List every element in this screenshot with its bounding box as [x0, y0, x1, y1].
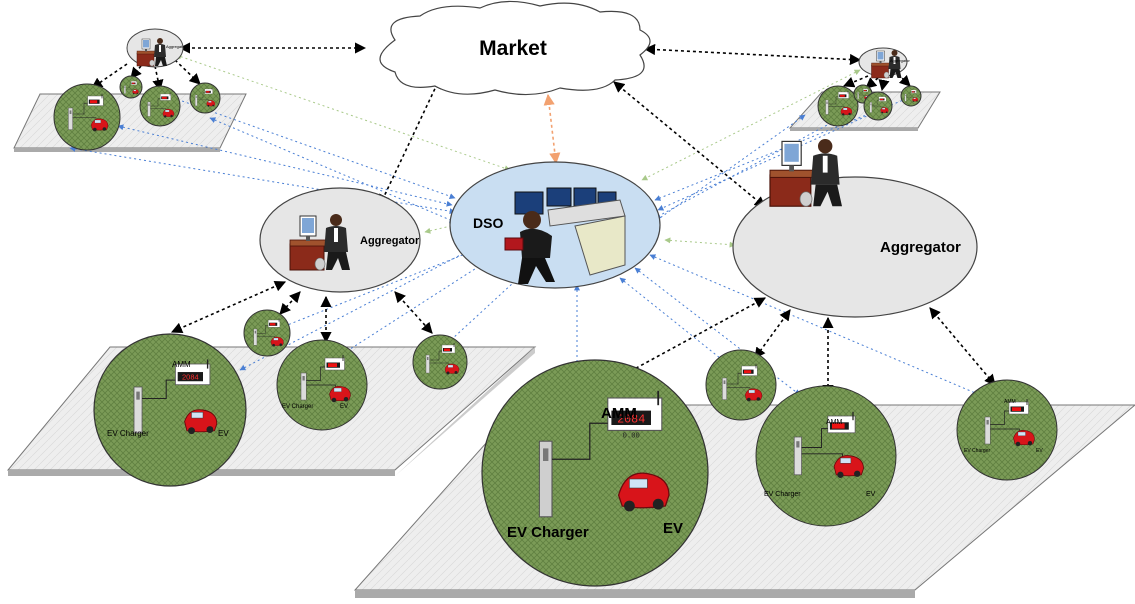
household-left-small-2 — [412, 334, 468, 390]
ev-charger-label: EV Charger — [764, 491, 801, 498]
household-top-left-4 — [189, 82, 221, 114]
market-label: Market — [479, 37, 547, 60]
smart-meter-icon: 2084 — [174, 359, 211, 386]
amm-label: AMM — [826, 419, 843, 426]
ev-charger-icon — [538, 440, 553, 518]
cloud-icon — [379, 0, 651, 96]
ev-charger-label: EV Charger — [282, 404, 313, 410]
aggregator-small-right-label: Aggregator — [890, 58, 910, 63]
household-top-right-1 — [817, 85, 859, 127]
aggregator-right-label: Aggregator — [880, 239, 961, 256]
svg-text:2084: 2084 — [617, 412, 645, 426]
household-top-right-3 — [863, 91, 893, 121]
electric-car-icon — [184, 409, 218, 435]
ev-label: EV — [1036, 448, 1043, 454]
market-cloud: Market — [379, 0, 651, 96]
household-top-left-2 — [119, 75, 143, 99]
operator-desk-icon — [504, 187, 626, 284]
ev-charger-icon — [133, 386, 143, 434]
aggregator-right: Aggregator — [732, 138, 978, 318]
aggregator-small-left: Aggregator — [126, 28, 186, 68]
aggregator-left: Aggregator — [259, 187, 421, 293]
electric-car-icon — [617, 472, 670, 512]
household-left-small-1 — [243, 309, 291, 357]
smart-meter-icon: 2084 0.00 — [607, 390, 663, 441]
ev-charger-label: EV Charger — [107, 429, 149, 438]
household-right-medium: AMM EV Charger EV — [755, 385, 897, 527]
market-dso-link — [543, 93, 561, 165]
ev-label: EV — [340, 404, 348, 410]
aggregator-small-left-label: Aggregator — [166, 44, 186, 49]
ev-label: EV — [866, 491, 876, 498]
amm-label: AMM — [1004, 399, 1016, 405]
household-left-medium: EV Charger EV — [276, 339, 368, 431]
amm-label: AMM — [172, 360, 191, 369]
household-large-left: 2084 AMM EV Charger EV — [93, 333, 247, 487]
svg-text:0.00: 0.00 — [623, 433, 640, 441]
aggregator-small-right: Aggregator — [858, 47, 910, 79]
household-top-right-4 — [900, 85, 922, 107]
household-top-left-1 — [53, 83, 121, 151]
household-large-right: 2084 0.00 AMM EV Charger EV — [481, 359, 709, 587]
aggregator-left-label: Aggregator — [360, 235, 420, 247]
household-top-left-3 — [139, 85, 181, 127]
ev-charger-label: EV Charger — [507, 524, 589, 541]
dso-node: DSO — [449, 161, 661, 289]
svg-text:2084: 2084 — [182, 373, 199, 382]
ev-label: EV — [663, 520, 683, 537]
ev-label: EV — [218, 429, 229, 438]
household-right-small-2: AMM EV Charger EV — [956, 379, 1058, 481]
amm-label: AMM — [601, 405, 637, 422]
household-right-small-1 — [705, 349, 777, 421]
dso-label: DSO — [473, 215, 503, 231]
ev-charger-label: EV Charger — [964, 448, 990, 454]
